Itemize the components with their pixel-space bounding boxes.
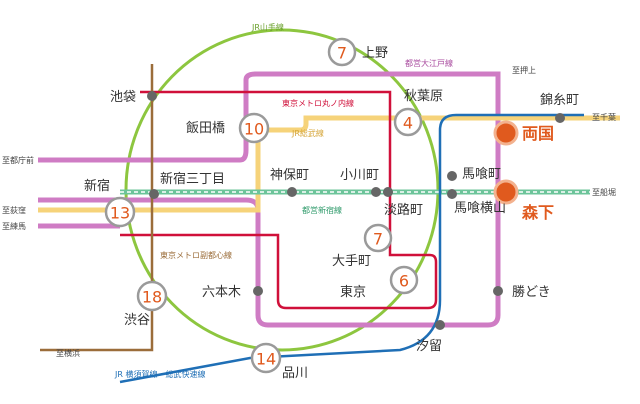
station-kinshicho: 錦糸町	[540, 92, 579, 108]
minutes-tokyo: 6	[389, 265, 419, 295]
svg-text:7: 7	[337, 44, 347, 63]
station-shinjuku-sanchome: 新宿三丁目	[160, 171, 225, 187]
station-highlight-morishita	[493, 179, 519, 205]
station-iidabashi: 飯田橋	[186, 121, 225, 136]
svg-text:7: 7	[373, 230, 383, 249]
svg-text:13: 13	[110, 204, 130, 223]
dir-oshiage: 至押上	[512, 65, 536, 75]
station-dot-kinshicho	[555, 113, 565, 123]
dir-chiba: 至千葉	[592, 112, 616, 122]
station-shinagawa: 品川	[282, 366, 308, 381]
dir-nerima: 至練馬	[2, 221, 26, 231]
yokosuka-label: JR 横須賀線・総武快速線	[114, 369, 205, 379]
svg-text:4: 4	[403, 114, 413, 133]
shinjuku-label: 都営新宿線	[302, 205, 342, 215]
station-morishita: 森下	[522, 203, 554, 222]
fukutoshin-line	[40, 64, 154, 352]
station-dot-shinjuku-sanchome	[149, 189, 159, 199]
station-ogawamachi: 小川町	[340, 168, 379, 183]
dir-ogikubo: 至荻窪	[2, 205, 26, 215]
svg-text:10: 10	[244, 120, 264, 139]
station-dot-kachidoki	[493, 286, 503, 296]
station-bakurocho: 馬喰町	[462, 166, 501, 182]
station-dot-shiodome	[435, 320, 445, 330]
oedo-label: 都営大江戸線	[405, 58, 453, 68]
svg-text:6: 6	[399, 272, 409, 291]
dir-funabori: 至船堀	[592, 187, 616, 197]
station-dot-roppongi	[253, 286, 263, 296]
dir-tochomae: 至都庁前	[2, 155, 34, 165]
svg-text:18: 18	[142, 288, 162, 307]
station-dot-awajicho	[383, 187, 393, 197]
minutes-ueno: 7	[327, 37, 357, 67]
station-kachidoki: 勝どき	[512, 285, 551, 300]
station-dot-bakuro-yokoyama	[447, 189, 457, 199]
station-shinjuku: 新宿	[84, 178, 110, 194]
fukutoshin-label: 東京メトロ副都心線	[160, 250, 232, 260]
station-bakuro-yokoyama: 馬喰横山	[454, 200, 506, 216]
station-akihabara: 秋葉原	[404, 89, 443, 104]
station-dot-ogawamachi	[371, 187, 381, 197]
marunouchi-line	[120, 90, 438, 310]
station-ueno: 上野	[362, 46, 388, 61]
station-jimbocho: 神保町	[270, 168, 309, 183]
minutes-otemachi: 7	[363, 223, 393, 253]
station-ikebukuro: 池袋	[110, 90, 136, 105]
marunouchi-label: 東京メトロ丸ノ内線	[282, 98, 354, 108]
station-dot-jimbocho	[287, 187, 297, 197]
station-ryogoku: 両国	[522, 124, 554, 143]
minutes-iidabashi: 10	[238, 112, 270, 144]
station-otemachi: 大手町	[332, 254, 371, 269]
yamanote-label: JR山手線	[251, 22, 284, 32]
minutes-shinjuku: 13	[104, 196, 136, 228]
station-highlight-ryogoku	[493, 120, 519, 146]
minutes-akihabara: 4	[393, 107, 423, 137]
sobu-line	[38, 115, 620, 213]
station-tokyo: 東京	[340, 284, 366, 300]
minutes-shinagawa: 14	[250, 342, 282, 374]
oedo-line	[38, 71, 501, 328]
svg-text:14: 14	[256, 350, 276, 369]
station-roppongi: 六本木	[202, 285, 241, 300]
station-dot-bakurocho	[447, 171, 457, 181]
station-dot-ikebukuro	[147, 91, 157, 101]
minutes-shibuya: 18	[136, 280, 168, 312]
sobu-label: JR総武線	[291, 128, 324, 138]
yokosuka-line	[119, 113, 584, 384]
station-shibuya: 渋谷	[124, 313, 150, 328]
dir-yokohama: 至横浜	[56, 348, 80, 358]
station-shiodome: 汐留	[416, 338, 442, 354]
station-awajicho: 淡路町	[384, 202, 423, 218]
